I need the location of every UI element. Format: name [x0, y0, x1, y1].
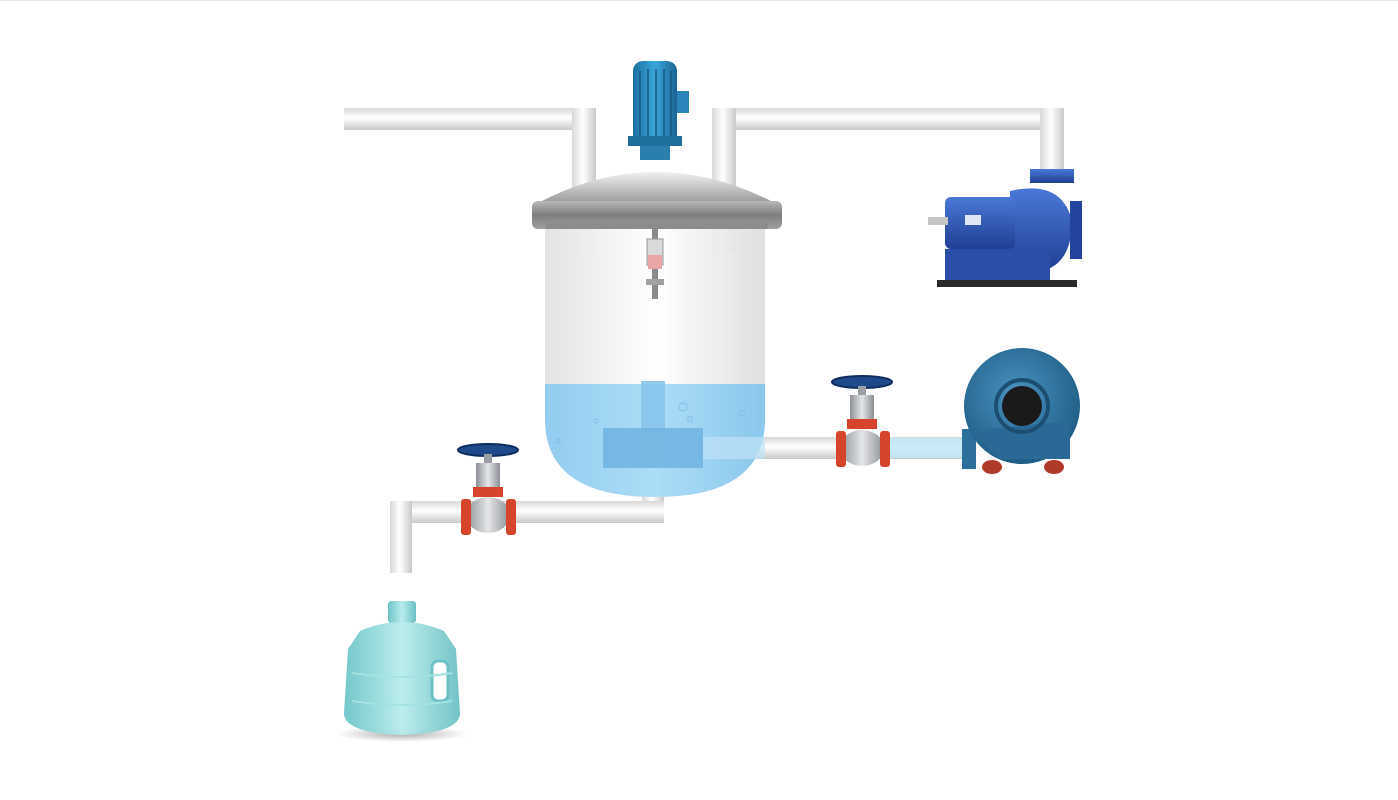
- water-bottle[interactable]: [336, 601, 468, 742]
- pump-nameplate: [965, 215, 981, 225]
- pump-baseplate: [937, 280, 1077, 287]
- agitator-motor[interactable]: [628, 61, 689, 160]
- valve-right-bonnet: [850, 395, 874, 419]
- motor-flange: [628, 136, 682, 146]
- mixing-tank[interactable]: [532, 172, 782, 497]
- valve-right-flange-in: [836, 431, 846, 467]
- motor-terminal-box: [677, 91, 689, 113]
- bubbles: [555, 402, 746, 444]
- blower-feet: [982, 460, 1064, 474]
- bottle-neck: [388, 601, 416, 623]
- valve-left-bonnet-flange: [473, 487, 503, 497]
- blower-inlet-pipe: [890, 438, 970, 458]
- motor-adapter: [640, 146, 670, 160]
- blower-intake-ring: [994, 378, 1050, 434]
- pump-pedestal: [945, 249, 1050, 281]
- valve-left-bonnet: [476, 463, 500, 487]
- bottle-ridges: [351, 672, 453, 706]
- valve-right-flange-out: [880, 431, 890, 467]
- pump-shaft: [928, 217, 948, 225]
- centrifugal-pump[interactable]: [928, 169, 1082, 287]
- blower[interactable]: [890, 348, 1080, 474]
- tank-rim: [532, 201, 782, 229]
- motor-fins: [639, 69, 672, 138]
- pump-discharge-flange: [1030, 169, 1074, 183]
- agitator-blade: [646, 279, 664, 285]
- tank-inner-pipe: [641, 381, 665, 431]
- valve-left-body: [466, 497, 510, 533]
- blower-outlet: [970, 421, 1070, 459]
- bottle-handle: [430, 659, 450, 703]
- valve-right-bonnet-flange: [847, 419, 877, 429]
- valve-left-flange-in: [461, 499, 471, 535]
- agitator-seal: [648, 255, 662, 269]
- tank-outlet-stub: [703, 437, 765, 459]
- tank-dome: [538, 172, 775, 203]
- valve-right[interactable]: [831, 375, 893, 467]
- pump-suction-flange: [1070, 201, 1082, 259]
- blower-flange: [962, 429, 976, 469]
- valve-right-body: [840, 430, 884, 466]
- blower-intake: [1002, 386, 1042, 426]
- valve-left[interactable]: [457, 443, 519, 535]
- tank-impeller-housing: [603, 428, 703, 468]
- valve-left-flange-out: [506, 499, 516, 535]
- motor-body: [633, 61, 677, 145]
- bottle-body: [344, 622, 460, 735]
- tank-rim-lip: [546, 223, 768, 229]
